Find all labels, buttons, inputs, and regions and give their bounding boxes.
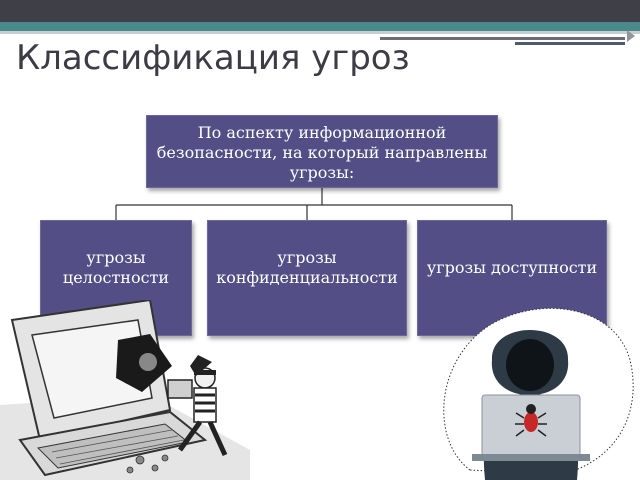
hacker-laptop-bug-illustration <box>443 307 634 480</box>
header-line-blue <box>515 42 625 45</box>
slide-title: Классификация угроз <box>16 38 410 78</box>
header-arrow-icon <box>627 30 635 42</box>
diagram-root-node: По аспекту информационной безопасности, … <box>146 115 498 188</box>
diagram-node-confidentiality: угрозы конфиденциальности <box>207 220 407 336</box>
computer-thief-illustration <box>0 300 250 480</box>
teal-accent-bar <box>0 22 640 31</box>
light-accent-bar <box>0 31 640 34</box>
top-dark-bar <box>0 0 640 22</box>
header-line-gray <box>380 37 625 40</box>
